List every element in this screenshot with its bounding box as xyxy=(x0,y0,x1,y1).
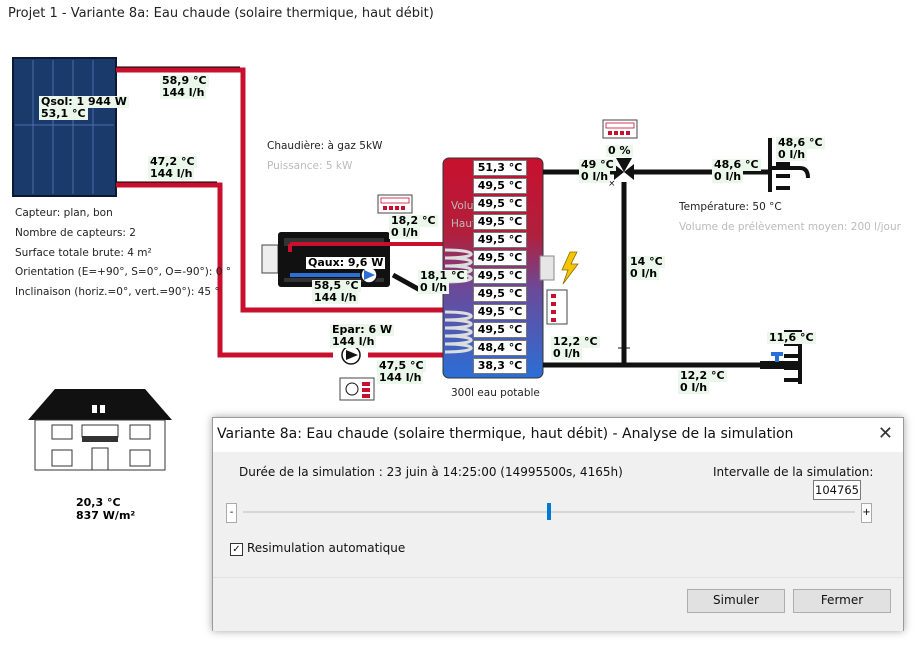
simulation-duration: Durée de la simulation : 23 juin à 14:25… xyxy=(239,465,623,479)
vertical-flow: 0 l/h xyxy=(628,267,660,280)
boiler-type: Chaudière: à gaz 5kW xyxy=(267,140,383,152)
solar-loop-pipes xyxy=(116,67,443,358)
tank-temp-8: 49,5 °C xyxy=(473,286,527,302)
simulate-button[interactable]: Simuler xyxy=(687,589,785,613)
collector-info-orientation: Orientation (E=+90°, S=0°, O=-90°): 0 ° xyxy=(15,266,231,278)
tank-temp-5: 49,5 °C xyxy=(473,232,527,248)
collector-info-tilt: Inclinaison (horiz.=0°, vert.=90°): 45 ° xyxy=(15,286,220,298)
window-title: Projet 1 - Variante 8a: Eau chaude (sola… xyxy=(8,6,434,21)
collector-power: Qsol: 1 944 W xyxy=(39,95,129,108)
cold-in-flow: 0 l/h xyxy=(551,347,583,360)
boiler-out-flow: 0 l/h xyxy=(418,281,450,294)
tank-temp-1: 51,3 °C xyxy=(473,160,527,176)
resimulation-checkbox[interactable]: ✓ xyxy=(230,543,243,556)
mixing-valve-icon[interactable]: × xyxy=(608,158,634,189)
pipe-top-temp: 58,9 °C xyxy=(160,74,209,87)
tank-temp-4: 49,5 °C xyxy=(473,214,527,230)
tank-temp-9: 49,5 °C xyxy=(473,304,527,320)
return-temp: 47,5 °C xyxy=(377,359,426,372)
pipe-top-flow: 144 l/h xyxy=(160,86,207,99)
tank-height-hidden: Haut xyxy=(451,218,477,230)
hot-out-temp: 49 °C xyxy=(579,158,616,171)
simulation-dialog: Variante 8a: Eau chaude (solaire thermiq… xyxy=(212,417,904,631)
boiler-controller-icon[interactable] xyxy=(377,194,413,214)
tap-out-temp: 48,6 °C xyxy=(712,158,761,171)
cold-main-temp: 12,2 °C xyxy=(678,369,727,382)
house-irradiance: 837 W/m² xyxy=(76,509,136,522)
coil-temp: 58,5 °C xyxy=(312,279,361,292)
slider-minus-button[interactable]: - xyxy=(226,503,237,523)
house-icon xyxy=(28,389,172,471)
tank-temp-3: 49,5 °C xyxy=(473,196,527,212)
simulation-slider-thumb[interactable] xyxy=(547,503,551,520)
tank-temp-11: 48,4 °C xyxy=(473,340,527,356)
collector-info-type: Capteur: plan, bon xyxy=(15,207,113,219)
demand-volume: Volume de prélèvement moyen: 200 l/jour xyxy=(679,221,901,233)
resimulation-label: Resimulation automatique xyxy=(247,541,406,555)
collector-info-area: Surface totale brute: 4 m² xyxy=(15,247,152,259)
solar-pump-icon[interactable] xyxy=(341,345,361,365)
tank-temp-12: 38,3 °C xyxy=(473,358,527,374)
interval-label: Intervalle de la simulation: xyxy=(713,465,874,479)
hot-out-flow: 0 l/h xyxy=(579,170,611,183)
pump-power: Epar: 6 W xyxy=(330,323,395,336)
boiler-in-flow: 0 l/h xyxy=(389,226,421,239)
tank-temp-6: 49,5 °C xyxy=(473,250,527,266)
close-button[interactable]: Fermer xyxy=(793,589,891,613)
cold-tap-temp: 11,6 °C xyxy=(767,331,816,344)
boiler-pump-icon[interactable] xyxy=(360,266,378,284)
svg-text:×: × xyxy=(608,179,616,189)
tank-volume-hidden: Volu xyxy=(451,200,474,212)
tank-label: 300l eau potable xyxy=(451,387,540,399)
vertical-temp: 14 °C xyxy=(628,255,665,268)
tank-coils xyxy=(444,248,473,354)
valve-controller-icon[interactable] xyxy=(602,119,638,139)
solar-controller-icon[interactable] xyxy=(339,377,375,401)
dialog-title: Variante 8a: Eau chaude (solaire thermiq… xyxy=(217,426,794,442)
cold-in-temp: 12,2 °C xyxy=(551,335,600,348)
collector-temp: 53,1 °C xyxy=(39,107,88,120)
pipe-mid-temp: 47,2 °C xyxy=(148,155,197,168)
boiler-qaux: Qaux: 9,6 W xyxy=(306,256,386,269)
dialog-body: Durée de la simulation : 23 juin à 14:25… xyxy=(213,452,903,577)
solar-collector[interactable] xyxy=(12,57,117,197)
tank-temp-2: 49,5 °C xyxy=(473,178,527,194)
boiler-power: Puissance: 5 kW xyxy=(267,160,353,172)
dialog-footer: Simuler Fermer xyxy=(213,577,903,631)
tank-temp-10: 49,5 °C xyxy=(473,322,527,338)
demand-temperature: Température: 50 °C xyxy=(679,201,782,213)
slider-plus-button[interactable]: + xyxy=(861,503,872,523)
house-temp: 20,3 °C xyxy=(76,496,121,509)
pipe-mid-flow: 144 l/h xyxy=(148,167,195,180)
tap-out-flow: 0 l/h xyxy=(712,170,744,183)
collector-info-count: Nombre de capteurs: 2 xyxy=(15,227,136,239)
tap-hot-flow: 0 l/h xyxy=(776,148,808,161)
tank-temp-7: 49,5 °C xyxy=(473,268,527,284)
return-flow: 144 l/h xyxy=(377,371,424,384)
cold-main-flow: 0 l/h xyxy=(678,381,710,394)
electric-heater-icon[interactable] xyxy=(561,251,579,285)
interval-input[interactable]: 104765 xyxy=(813,480,861,500)
boiler-in-temp: 18,2 °C xyxy=(389,214,438,227)
tank-sensor-icon[interactable] xyxy=(546,289,568,325)
valve-percent: 0 % xyxy=(606,144,633,157)
coil-flow: 144 l/h xyxy=(312,291,359,304)
dialog-close-icon[interactable]: ✕ xyxy=(877,423,893,444)
tap-hot-temp: 48,6 °C xyxy=(776,136,825,149)
boiler-out-temp: 18,1 °C xyxy=(418,269,467,282)
pump-flow: 144 l/h xyxy=(330,335,377,348)
